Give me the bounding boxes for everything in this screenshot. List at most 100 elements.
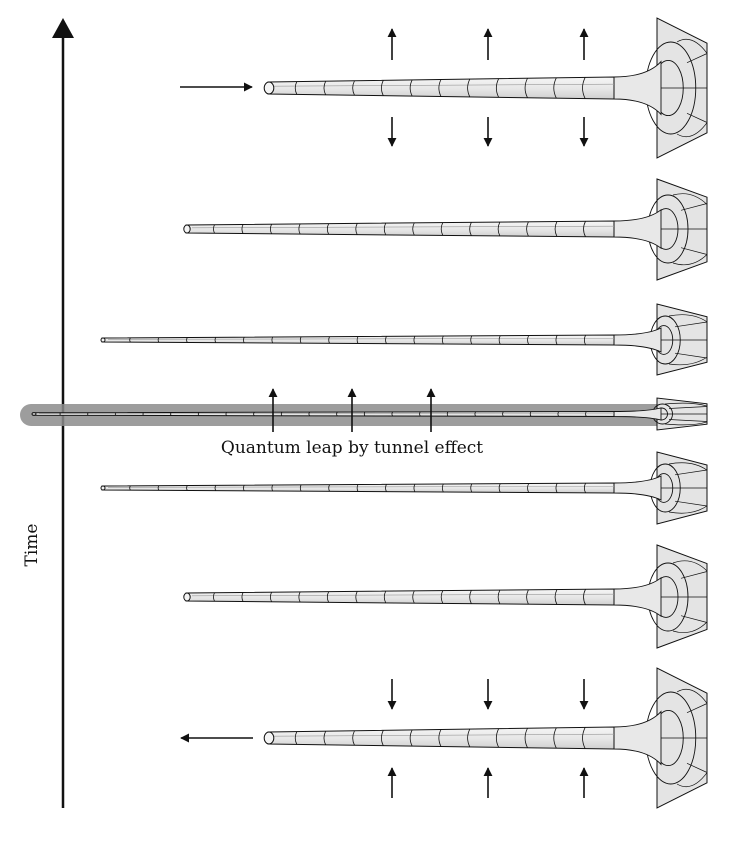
stage-5-tube-segment-13 <box>470 483 473 493</box>
stage-4-tube-segment-5 <box>170 412 172 416</box>
stage-7-tube-segment-8 <box>495 728 500 748</box>
stage-6-tube-segment-5 <box>326 591 330 603</box>
stage-5-tube-segment-5 <box>243 484 245 492</box>
stage-4-tube-segment-14 <box>419 411 421 417</box>
stage-6-funnel-contour-4 <box>680 571 708 579</box>
stage-6-funnel-contour-3 <box>672 621 708 633</box>
stage-7-tube-segment-6 <box>438 729 442 747</box>
stage-7-tube-highlight <box>273 733 615 737</box>
stage-7-funnel-contour-5 <box>686 762 708 773</box>
stage-4-funnel-contour-4 <box>668 406 708 409</box>
stage-7-tube-segment-9 <box>524 728 528 748</box>
stage-7-tube-segment-10 <box>553 727 557 749</box>
stage-2-funnel-contour-4 <box>680 203 708 211</box>
stage-1-tube-highlight <box>273 83 615 87</box>
stage-3-tube-segment-15 <box>527 335 530 345</box>
stage-3-tube-segment-13 <box>470 335 473 345</box>
stage-4-tube-segment-16 <box>474 411 477 417</box>
stage-2-tube-segment-14 <box>583 221 586 237</box>
stage-3-tube-segment-2 <box>157 337 160 343</box>
stage-6-tube-segment-2 <box>241 592 244 602</box>
time-axis-label: Time <box>22 524 42 567</box>
stage-4-tunnel-arrows <box>268 388 436 432</box>
stage-1-tube-segment-8 <box>495 78 500 98</box>
stage-4-assembly <box>31 397 708 431</box>
stage-7-tube-segment-11 <box>582 727 586 749</box>
stage-2-tube-segment-6 <box>355 223 358 235</box>
stage-2-tube-segment-1 <box>213 224 215 234</box>
stage-5-tube-segment-11 <box>413 483 416 493</box>
stage-2-funnel <box>656 178 708 281</box>
stage-1-tube-segment-2 <box>323 80 327 96</box>
stage-1-tube-tip <box>263 81 275 95</box>
stage-4-tube-segment-9 <box>280 411 283 417</box>
stage-1-throat <box>613 60 662 116</box>
stage-5-tube-segment-16 <box>555 483 558 493</box>
stage-4-tube-segment-13 <box>391 411 393 417</box>
stage-5-tube-segment-1 <box>129 485 131 491</box>
stage-5-tube-segment-14 <box>498 483 501 493</box>
stage-5-tube-segment-17 <box>583 482 586 494</box>
stage-4-tube-segment-11 <box>336 411 338 417</box>
stage-1-tube-segment-1 <box>294 81 298 95</box>
stage-5-tube-tip <box>100 485 106 491</box>
stage-1-tube-segment-3 <box>352 80 355 96</box>
stage-4-tube-segment-20 <box>585 411 587 417</box>
stage-2-tube-tip <box>183 224 191 234</box>
stage-3-tube-segment-14 <box>498 335 501 345</box>
tunnel-effect-annotation: Quantum leap by tunnel effect <box>221 438 483 458</box>
stage-3-tube-segment-17 <box>583 334 586 346</box>
stage-5-tube-highlight <box>107 485 615 488</box>
stage-6-tube-segment-1 <box>213 592 215 602</box>
stage-2-tube-segment-11 <box>497 221 501 237</box>
stage-2-throat <box>613 208 662 250</box>
stage-7-tube-segment-4 <box>381 730 384 746</box>
stage-3-funnel-contour-4 <box>674 321 708 328</box>
stage-4-funnel-contour-5 <box>668 419 708 422</box>
stage-7-tube-tip <box>263 731 275 745</box>
stage-6-tube-segment-11 <box>497 589 501 605</box>
stage-2-tube-highlight <box>191 225 615 229</box>
stage-6-tube-segment-14 <box>583 589 586 605</box>
stage-5-funnel-contour-2 <box>668 462 708 471</box>
stage-4-tube-segment-15 <box>446 411 449 417</box>
stage-4-throat <box>613 407 662 421</box>
stage-3-tube-segment-6 <box>271 336 274 344</box>
stage-4-tube-segment-17 <box>502 411 504 417</box>
stage-4-tube-segment-3 <box>114 412 117 416</box>
stage-5-tube-segment-2 <box>157 485 160 491</box>
stage-3-funnel <box>656 303 708 376</box>
stage-1-tube-segment-5 <box>409 79 413 97</box>
stage-3-tube-segment-12 <box>441 335 444 345</box>
stage-5-tube-segment-15 <box>527 483 530 493</box>
stage-6-funnel <box>656 544 708 649</box>
stage-6-tube-segment-8 <box>412 590 415 604</box>
stage-7-assembly <box>263 667 708 809</box>
stage-2-tube-body <box>185 220 615 238</box>
stage-7-tube-segment-5 <box>409 729 413 747</box>
stage-4-tube-segment-12 <box>363 411 366 417</box>
stage-4-tube-segment-8 <box>253 412 255 416</box>
stage-6-tube-segment-12 <box>526 589 529 605</box>
stage-4-tube-segment-6 <box>197 412 200 416</box>
stage-1-funnel-contour-4 <box>686 53 708 64</box>
stage-4-tube-segment-7 <box>225 412 227 416</box>
stage-3-tube-tip <box>100 337 106 343</box>
stage-2-tube-segment-9 <box>440 222 444 236</box>
stage-2-assembly <box>183 178 708 281</box>
stage-2-tube-segment-7 <box>383 222 387 236</box>
stage-1-tube-segment-6 <box>438 79 442 97</box>
stage-4-tube-segment-1 <box>59 412 61 416</box>
stage-2-tube-segment-13 <box>554 221 558 237</box>
stage-7-tube-segment-1 <box>294 731 298 745</box>
stage-1-funnel-contour-5 <box>686 112 708 123</box>
stage-2-tube-segment-4 <box>298 223 301 235</box>
stage-3-tube-segment-7 <box>299 336 302 344</box>
stage-4-tube-segment-10 <box>308 411 310 417</box>
stage-4-tube-highlight <box>38 412 615 414</box>
stage-5-tube-segment-6 <box>271 484 274 492</box>
stage-3-funnel-contour-2 <box>668 314 708 323</box>
time-axis-arrowhead <box>52 18 74 38</box>
stage-6-tube-segment-10 <box>469 590 472 604</box>
